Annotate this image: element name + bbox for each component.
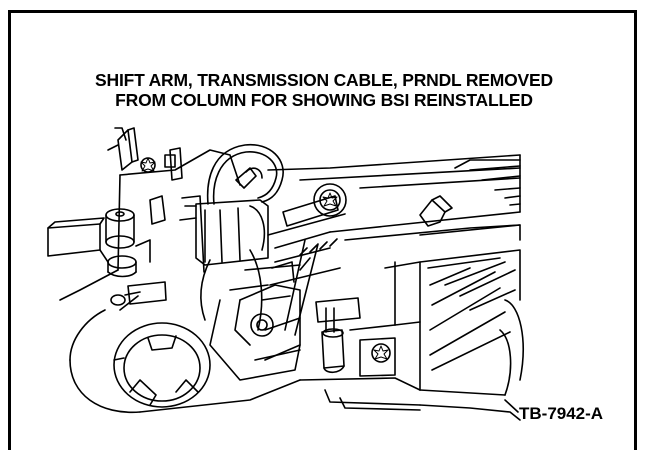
spring-clip [110,281,167,311]
guide-rail [267,195,346,286]
caption-line-2: FROM COLUMN FOR SHOWING BSI REINSTALLED [115,90,533,110]
bracket-tab [107,127,183,181]
reference-leader [504,399,519,413]
plug-connector [315,297,361,374]
wire-harness [206,143,284,205]
reference-id: TB-7942-A [519,404,604,423]
lock-cylinder-housing [59,149,301,414]
figure-frame [8,10,637,450]
lock-cylinder-bore [113,322,211,408]
shift-tube-pivot [234,261,301,361]
key-lever [47,195,166,278]
torx-screw [140,157,391,363]
steering-column-housing [267,154,524,421]
caption-line-1: SHIFT ARM, TRANSMISSION CABLE, PRNDL REM… [95,70,553,90]
bsi-solenoid [179,195,269,273]
